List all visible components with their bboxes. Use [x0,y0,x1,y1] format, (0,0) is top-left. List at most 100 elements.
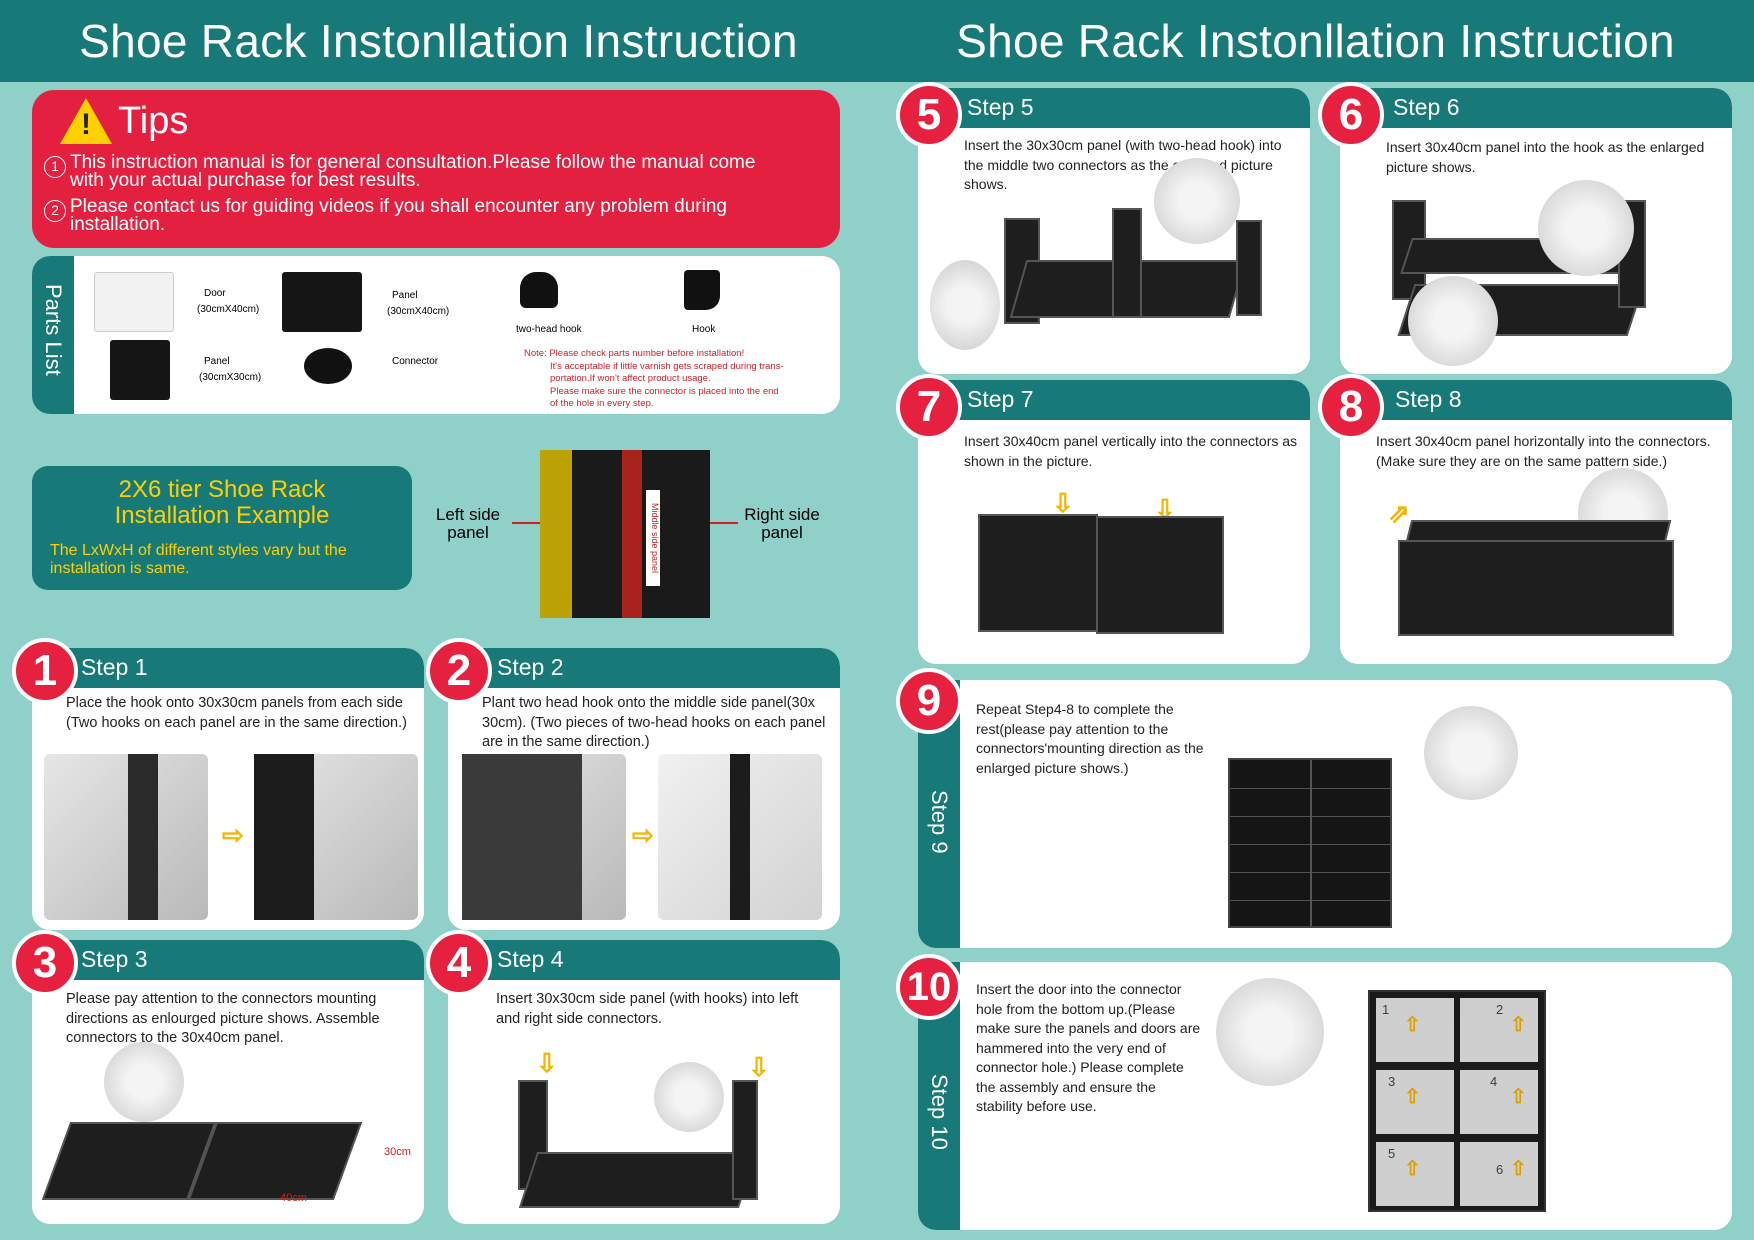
step-1-badge: 1 [12,638,78,704]
step-5-badge: 5 [896,82,962,148]
step-6-card: Step 6 Insert 30x40cm panel into the hoo… [1340,88,1732,374]
step-7-box-right [1096,516,1224,634]
step-5-title: Step 5 [967,94,1034,120]
step-7-badge: 7 [896,374,962,440]
tip-1-text: This instruction manual is for general c… [70,152,756,191]
step-1-arrow: ⇨ [222,820,244,850]
parts-list-label: Parts List [41,284,66,376]
step-4-title: Step 4 [497,946,564,972]
two-head-hook-name: two-head hook [516,324,582,335]
step-6-zoom-bubble-bottom [1408,276,1498,366]
tips-title: Tips [118,100,189,142]
door-name: Door [204,288,226,299]
left-side-label: Left side panel [435,505,501,542]
right-side-label: Right side panel [744,505,820,542]
step-1-photo-a [44,754,208,920]
middle-side-panel-highlight [622,450,642,618]
step-7-card: Step 7 Insert 30x40cm panel vertically i… [918,380,1310,664]
step-5-tab [918,88,1310,128]
step-3-badge: 3 [12,930,78,996]
example-title-line2: Installation Example [114,502,330,529]
step-7-title: Step 7 [967,386,1034,412]
step-1-title: Step 1 [81,654,148,680]
step-9-text: Repeat Step4-8 to complete the rest(plea… [976,701,1204,776]
step-5-text: Insert the 30x30cm panel (with two-head … [964,137,1282,192]
example-title-line1: 2X6 tier Shoe Rack [118,476,326,503]
step-8-card: Step 8 Insert 30x40cm panel horizontally… [1340,380,1732,664]
step-10-zoom-bubble [1216,978,1324,1086]
step-3-text: Please pay attention to the connectors m… [66,991,380,1046]
step-10-rack-image: 1⇧ 2⇧ 3⇧ 4⇧ 5⇧ 6⇧ [1368,990,1546,1212]
step-10-text: Insert the door into the connector hole … [976,981,1201,1114]
hook-name: Hook [692,324,716,335]
example-subtitle: The LxWxH of different styles vary but t… [50,542,347,577]
step-2-badge: 2 [426,638,492,704]
panel-30-size: (30cmX30cm) [199,372,262,383]
step-9-badge: 9 [896,668,962,734]
note-line-4: Please make sure the connector is placed… [550,385,779,397]
door-tile: 5⇧ [1376,1142,1454,1206]
step-3-card: Step 3 Please pay attention to the conne… [32,940,424,1224]
panel-40-name: Panel [392,290,418,301]
parts-list-card: Parts List Door (30cmX40cm) Panel (30cmX… [32,256,840,414]
warning-exclamation: ! [81,108,91,141]
step-10-badge: 10 [896,954,962,1020]
step-5-right-wall [1236,220,1262,316]
left-arrow [512,522,540,524]
step-2-card: Step 2 Plant two head hook onto the midd… [448,648,840,930]
step-2-photo-b [658,754,822,920]
step-8-tab [1340,380,1732,420]
step-10-card: Step 10 Insert the door into the connect… [918,962,1732,1230]
step-3-zoom-bubble [104,1042,184,1122]
right-arrow [710,522,738,524]
step-7-box-left [978,514,1098,632]
step-7-arrow-left: ⇩ [1052,488,1074,518]
connector-name: Connector [392,356,439,367]
step-6-badge: 6 [1318,82,1384,148]
step-4-arrow-left: ⇩ [536,1048,558,1078]
step-6-title: Step 6 [1393,94,1460,120]
door-tile: 6⇧ [1460,1142,1538,1206]
step-8-box [1398,540,1674,636]
step-4-right-wall [732,1080,758,1200]
left-side-panel-highlight [540,450,572,618]
middle-side-label: Middle side panel [646,490,660,586]
step-5-mid-wall [1112,208,1142,318]
step-5-card: Step 5 Insert the 30x30cm panel (with tw… [918,88,1310,374]
door-tile: 2⇧ [1460,998,1538,1062]
step-1-tab [32,648,424,688]
step-9-title: Step 9 [927,790,952,854]
note-line-5: of the hole in every step. [550,398,654,409]
step-2-photo-a [462,754,626,920]
step-4-zoom-bubble [654,1062,724,1132]
step-2-text: Plant two head hook onto the middle side… [482,695,826,750]
step-8-text: Insert 30x40cm panel horizontally into t… [1376,433,1711,469]
step-9-zoom-bubble [1424,706,1518,800]
step-3-dim-width: 40cm [280,1192,307,1204]
step-8-arrow: ⇗ [1388,498,1410,528]
door-tile: 3⇧ [1376,1070,1454,1134]
hook-image [684,270,720,310]
step-8-badge: 8 [1318,374,1384,440]
step-7-text: Insert 30x40cm panel vertically into the… [964,433,1298,469]
step-2-tab [448,648,840,688]
parts-list-tab: Parts List [32,256,74,414]
step-10-title: Step 10 [927,1074,952,1150]
parts-note: Note: Please check parts number before i… [524,348,824,411]
door-tile: 4⇧ [1460,1070,1538,1134]
step-5-zoom-bubble-top [1154,158,1240,244]
note-line-3: portation.If won't affect product usage. [550,373,711,384]
step-4-tab [448,940,840,980]
step-4-card: Step 4 Insert 30x30cm side panel (with h… [448,940,840,1224]
door-image [94,272,174,332]
tip-2-text: Please contact us for guiding videos if … [70,196,727,235]
step-4-arrow-right: ⇩ [748,1052,770,1082]
panel-30-image [110,340,170,400]
step-5-zoom-bubble-bottom [930,260,1000,350]
door-size: (30cmX40cm) [197,304,260,315]
right-page-title: Shoe Rack Instonllation Instruction [877,0,1754,82]
step-4-base [518,1152,758,1208]
